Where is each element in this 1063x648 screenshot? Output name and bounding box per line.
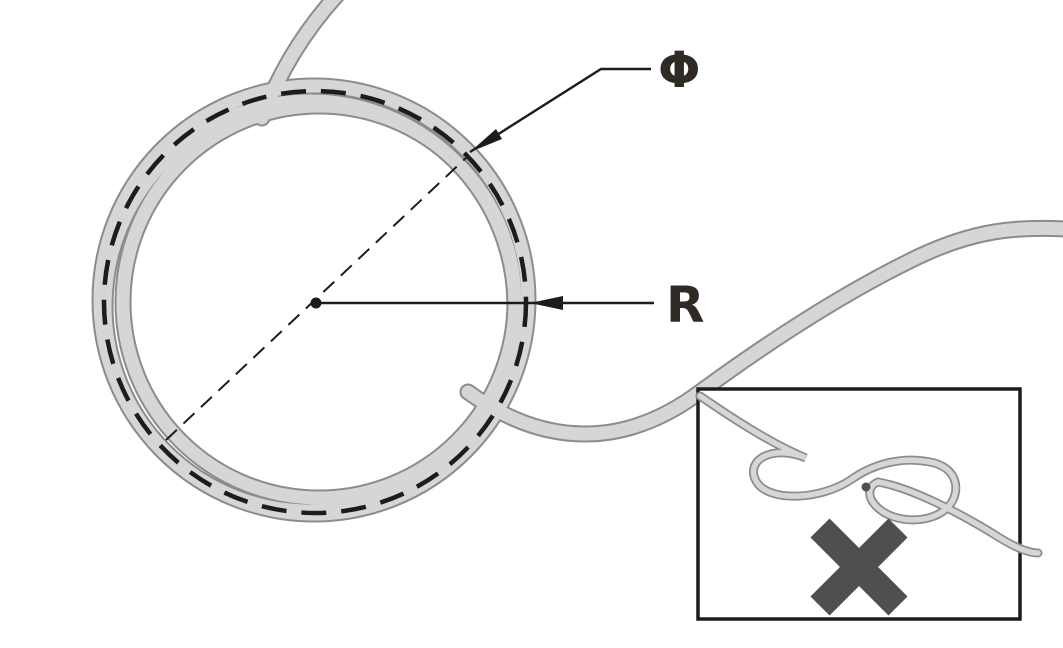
- knot-crossing-dot: [861, 482, 871, 492]
- phi-leader-line: [469, 67, 651, 154]
- cable-tail-right: [461, 221, 1063, 441]
- cable-tail-top: [255, 0, 342, 125]
- radius-label: R: [666, 276, 705, 334]
- phi-label: Φ: [658, 41, 701, 99]
- phi-arrowhead-icon: [470, 129, 502, 152]
- x-mark-icon: [810, 518, 908, 616]
- radius-annotation: R: [310, 276, 705, 334]
- radius-arrowhead-icon: [530, 296, 563, 310]
- diameter-annotation: Φ: [469, 41, 701, 154]
- coil-center-dot: [310, 297, 322, 309]
- incorrect-knot-inset: [695, 387, 1043, 621]
- diameter-dashed-line: [165, 155, 469, 441]
- knotted-cable: [697, 393, 1041, 556]
